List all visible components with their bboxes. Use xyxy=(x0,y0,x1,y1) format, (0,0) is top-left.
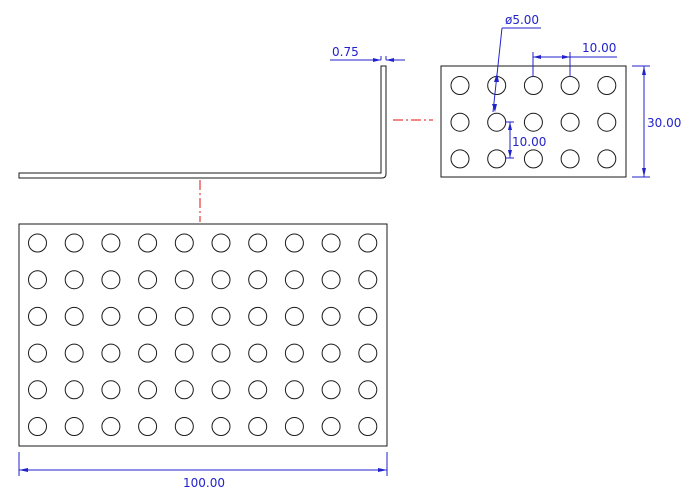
hole xyxy=(284,233,304,253)
hole xyxy=(101,380,121,400)
plate-length-label: 100.00 xyxy=(183,476,225,490)
hole xyxy=(523,112,543,132)
hole xyxy=(450,76,470,95)
hole xyxy=(284,270,304,290)
hole xyxy=(487,149,507,169)
vertical-pitch-dimension: 10.00 xyxy=(506,121,546,159)
hole xyxy=(358,380,378,400)
hole xyxy=(28,380,47,400)
hole xyxy=(28,233,47,253)
hole xyxy=(64,270,84,290)
hole xyxy=(64,306,84,326)
hole xyxy=(138,270,158,290)
hole-diameter-label: ø5.00 xyxy=(505,13,539,27)
hole xyxy=(174,343,194,363)
hole xyxy=(248,233,268,253)
hole xyxy=(64,380,84,400)
bent-profile-view xyxy=(18,65,387,179)
hole xyxy=(101,343,121,363)
hole xyxy=(450,112,470,132)
hole xyxy=(284,306,304,326)
hole xyxy=(138,233,158,253)
hole xyxy=(358,417,378,436)
hole xyxy=(211,270,231,290)
hole xyxy=(101,270,121,290)
hole xyxy=(284,380,304,400)
hole xyxy=(321,380,341,400)
hole xyxy=(597,149,617,169)
hole xyxy=(321,343,341,363)
hole xyxy=(211,343,231,363)
hole xyxy=(28,270,47,290)
hole xyxy=(487,112,507,132)
hole xyxy=(101,306,121,326)
hole xyxy=(174,417,194,436)
hole xyxy=(64,343,84,363)
hole xyxy=(138,306,158,326)
hole xyxy=(358,343,378,363)
hole xyxy=(284,417,304,436)
hole xyxy=(248,306,268,326)
hole xyxy=(174,306,194,326)
hole xyxy=(211,380,231,400)
hole xyxy=(450,149,470,169)
hole xyxy=(248,343,268,363)
hole xyxy=(28,343,47,363)
hole xyxy=(321,233,341,253)
hole xyxy=(358,233,378,253)
thickness-label: 0.75 xyxy=(332,45,359,59)
hole xyxy=(284,343,304,363)
plate-length-dimension: 100.00 xyxy=(18,452,388,490)
hole xyxy=(523,76,543,95)
hole xyxy=(248,417,268,436)
hole xyxy=(64,233,84,253)
hole xyxy=(64,417,84,436)
hole xyxy=(174,233,194,253)
hole xyxy=(560,149,580,169)
hole xyxy=(248,380,268,400)
hole xyxy=(138,380,158,400)
hole-diameter-leader: ø5.00 xyxy=(492,13,541,113)
hole xyxy=(138,343,158,363)
hole xyxy=(101,417,121,436)
hole xyxy=(211,306,231,326)
vertical-pitch-label: 10.00 xyxy=(512,135,546,149)
hole xyxy=(28,306,47,326)
hole xyxy=(597,112,617,132)
hole xyxy=(321,306,341,326)
thickness-dimension: 0.75 xyxy=(330,45,405,62)
hole xyxy=(138,417,158,436)
horizontal-pitch-label: 10.00 xyxy=(582,41,616,55)
hole xyxy=(174,270,194,290)
hole xyxy=(560,112,580,132)
hole xyxy=(597,76,617,95)
hole xyxy=(321,417,341,436)
hole xyxy=(211,417,231,436)
hole xyxy=(358,306,378,326)
hole xyxy=(174,380,194,400)
horizontal-pitch-dimension: 10.00 xyxy=(532,41,617,77)
hole xyxy=(211,233,231,253)
hole xyxy=(248,270,268,290)
flange-height-label: 30.00 xyxy=(647,116,681,130)
hole xyxy=(358,270,378,290)
flange-height-dimension: 30.00 xyxy=(632,65,681,178)
hole xyxy=(28,417,47,436)
hole xyxy=(321,270,341,290)
flange-holes xyxy=(450,76,617,169)
base-plate-holes xyxy=(28,233,378,436)
base-plate-outline xyxy=(18,223,388,447)
hole xyxy=(560,76,580,95)
hole xyxy=(523,149,543,169)
hole xyxy=(101,233,121,253)
